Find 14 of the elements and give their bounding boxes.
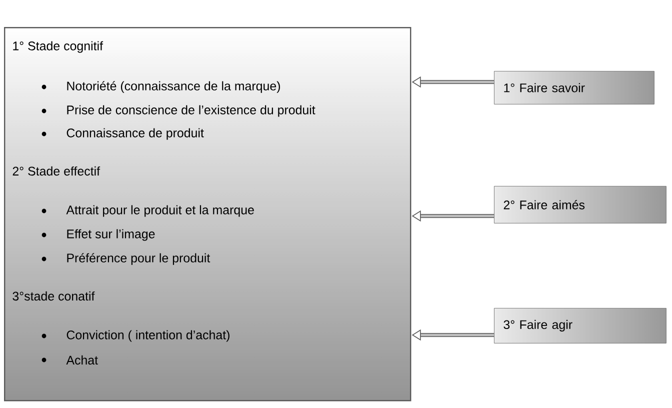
list-item: Effet sur l’image: [67, 229, 155, 241]
list-item: Achat: [66, 355, 98, 365]
list-item: Conviction ( intention d’achat): [66, 330, 230, 342]
stage-heading: 2° Stade effectif: [12, 166, 100, 176]
list-item: Prise de conscience de l’existence du produit: [67, 105, 316, 117]
action-box: 1° Faire savoir: [494, 71, 654, 104]
action-box: 2° Faire aimés: [494, 186, 666, 224]
list-item: Attrait pour le produit et la marque: [66, 205, 254, 217]
list-item: Préférence pour le produit: [67, 253, 210, 265]
list-item: Notoriété (connaissance de la marque): [67, 81, 280, 93]
stage-heading: 1° Stade cognitif: [13, 41, 104, 53]
list-item: Connaissance de produit: [66, 128, 204, 140]
action-box: 3° Faire agir: [494, 308, 666, 344]
stage-heading: 3°stade conatif: [12, 291, 95, 301]
